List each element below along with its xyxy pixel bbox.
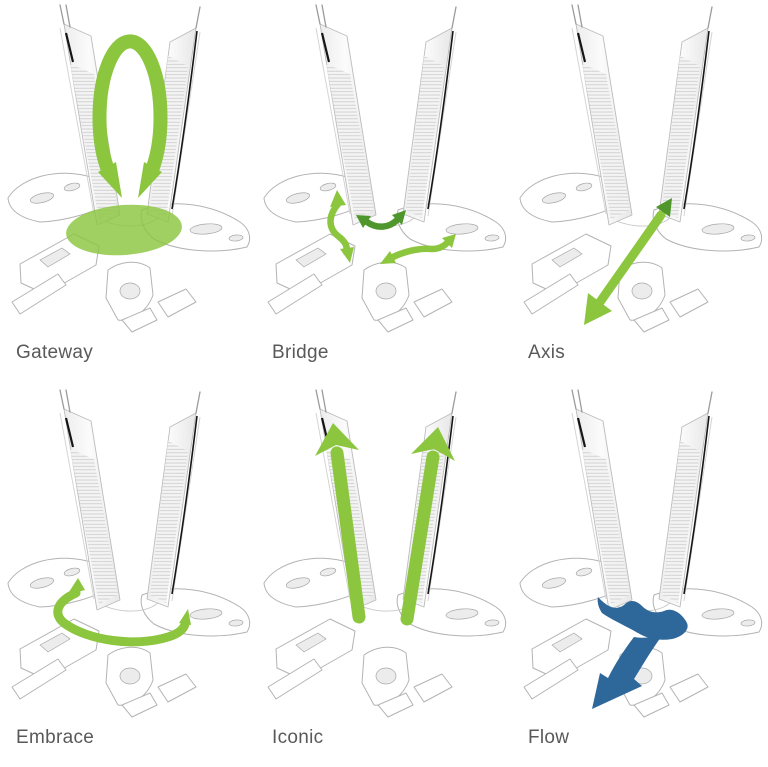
gateway-plaza-ellipse — [66, 204, 182, 256]
concept-panel-iconic: Iconic — [256, 385, 512, 767]
twin-towers-building — [518, 3, 763, 334]
bridge-left-flow-arrow — [327, 190, 354, 263]
flow-water-shape — [592, 597, 688, 709]
concept-panel-flow: Flow — [512, 385, 768, 767]
bridge-diagram — [262, 3, 507, 334]
bridge-right-flow-arrow — [380, 234, 456, 264]
gateway-diagram — [6, 3, 251, 334]
panel-label-axis: Axis — [528, 342, 566, 363]
axis-up-arrowhead — [656, 198, 672, 217]
panel-label-gateway: Gateway — [16, 342, 94, 363]
twin-towers-building — [262, 3, 507, 334]
panel-label-embrace: Embrace — [16, 727, 95, 748]
panel-label-bridge: Bridge — [272, 342, 329, 363]
axis-diagram — [518, 3, 763, 334]
embrace-diagram — [6, 388, 251, 719]
iconic-diagram — [262, 388, 507, 719]
embrace-ring-arrow — [53, 578, 191, 647]
bridge-link-arrow — [356, 210, 406, 230]
axis-diagonal-arrow — [584, 210, 666, 325]
twin-towers-building — [262, 388, 507, 719]
twin-towers-building — [6, 388, 251, 719]
panel-label-iconic: Iconic — [272, 727, 324, 748]
concept-panel-embrace: Embrace — [0, 385, 256, 767]
flow-diagram — [518, 388, 763, 719]
iconic-left-up-arrow — [315, 423, 366, 624]
gateway-loop-arrow — [66, 34, 182, 256]
concept-panel-gateway: Gateway — [0, 0, 256, 385]
iconic-right-up-arrow — [400, 427, 455, 626]
panel-label-flow: Flow — [528, 727, 570, 748]
concept-panel-axis: Axis — [512, 0, 768, 385]
twin-towers-building — [6, 3, 251, 334]
concept-panel-bridge: Bridge — [256, 0, 512, 385]
